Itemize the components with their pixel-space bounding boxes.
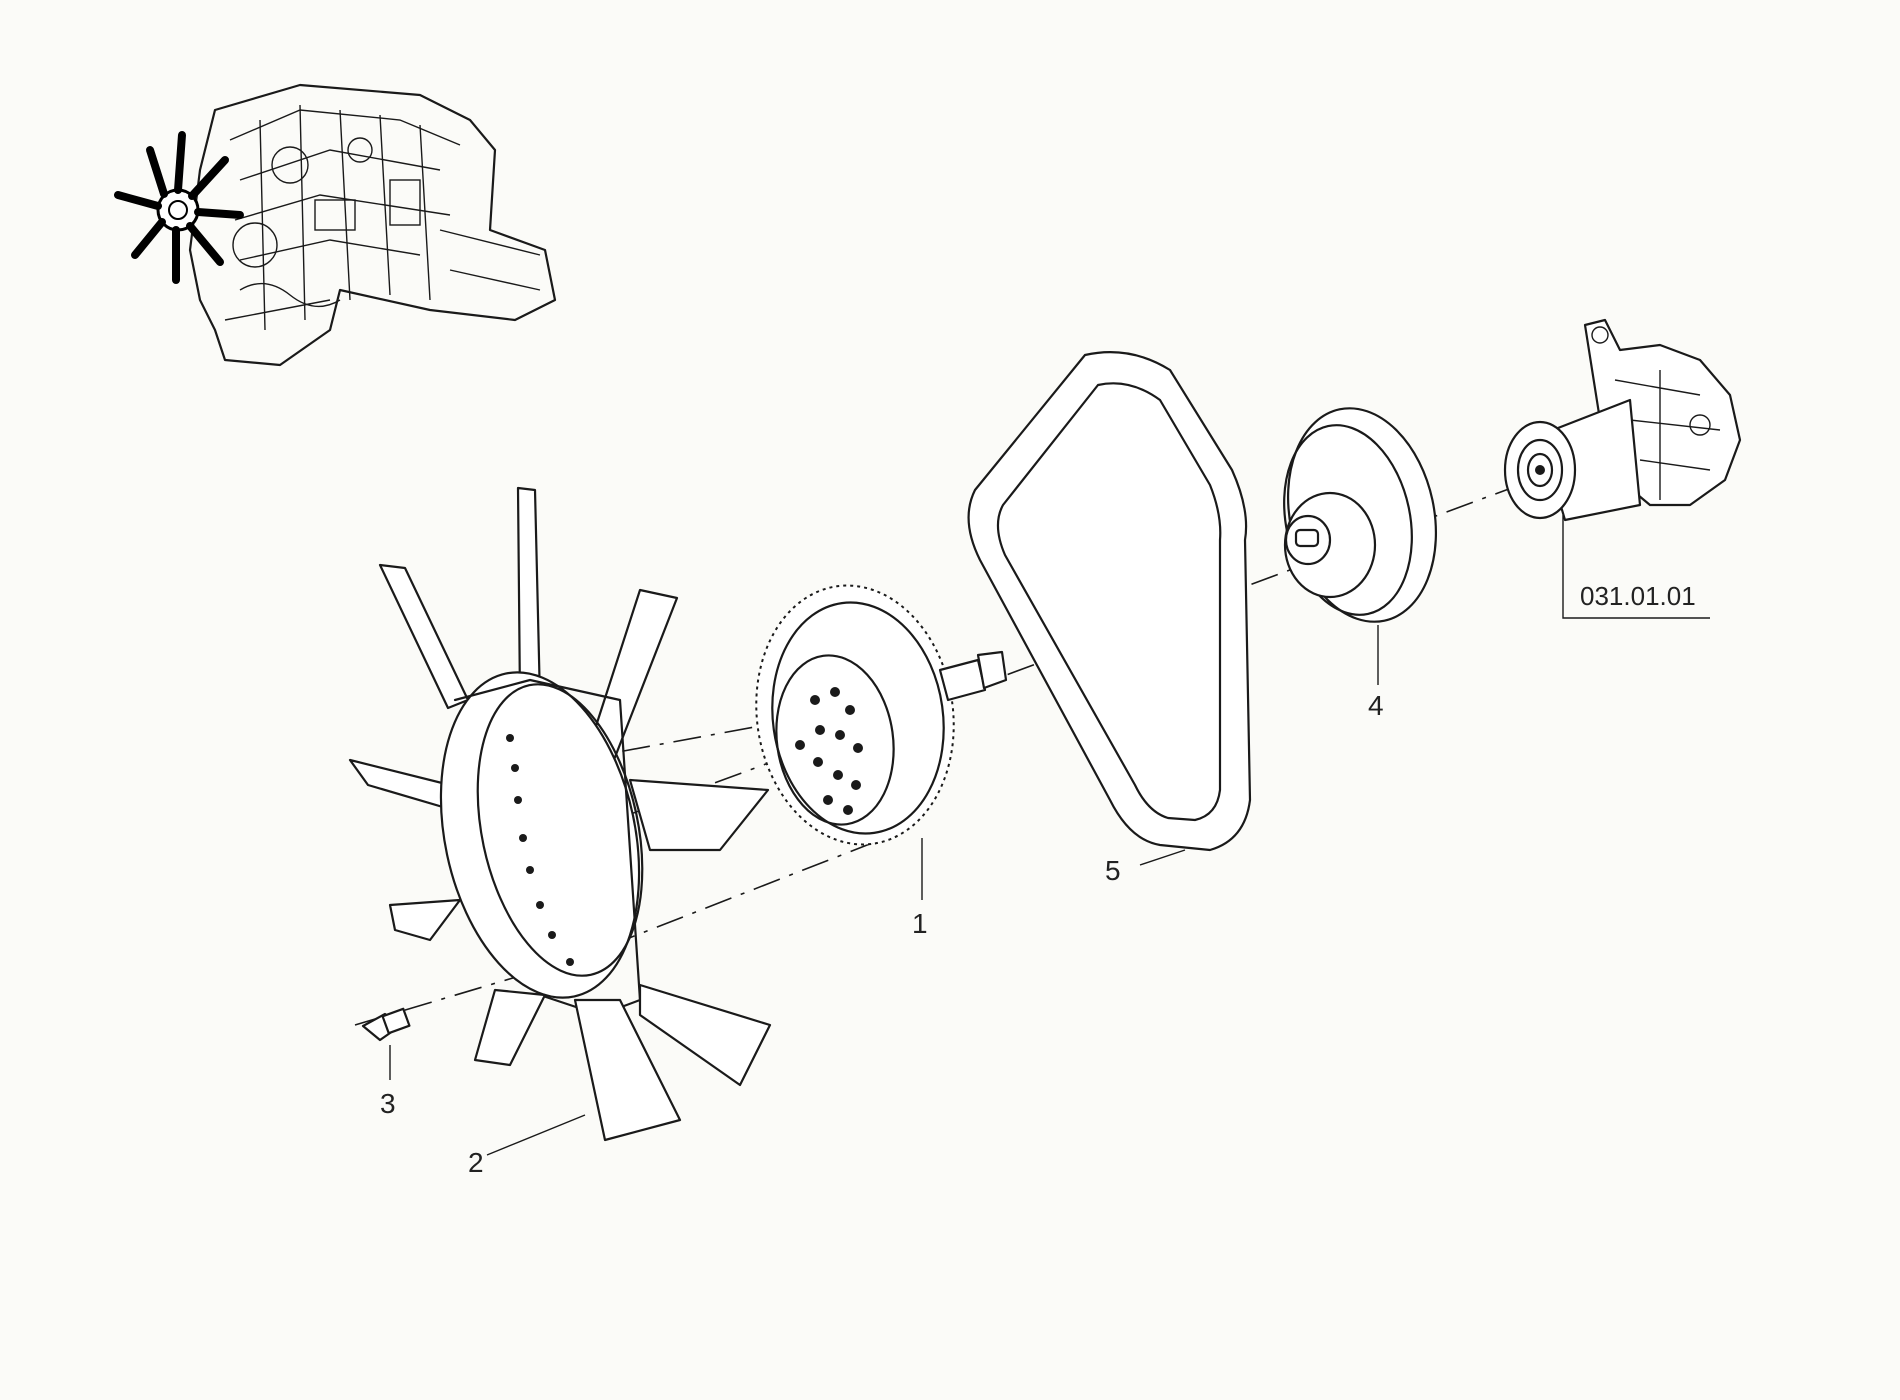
- pulley: [1283, 407, 1438, 623]
- callout-4: 4: [1368, 690, 1384, 721]
- callout-5: 5: [1105, 855, 1121, 886]
- engine-overview-thumbnail: [114, 83, 557, 367]
- water-pump-reference-part: [1503, 318, 1742, 522]
- bolt: [361, 1007, 411, 1042]
- fan-blade-assembly: [348, 486, 772, 1142]
- viscous-fan-clutch: [755, 584, 1008, 846]
- v-belt: [967, 351, 1252, 852]
- highlighted-fan-thumbnail: [114, 131, 244, 284]
- leader-lines: [389, 515, 1710, 1156]
- callout-1: 1: [912, 908, 928, 939]
- reference-part-number: 031.01.01: [1580, 581, 1696, 611]
- callout-3: 3: [380, 1088, 396, 1119]
- callout-2: 2: [468, 1147, 484, 1178]
